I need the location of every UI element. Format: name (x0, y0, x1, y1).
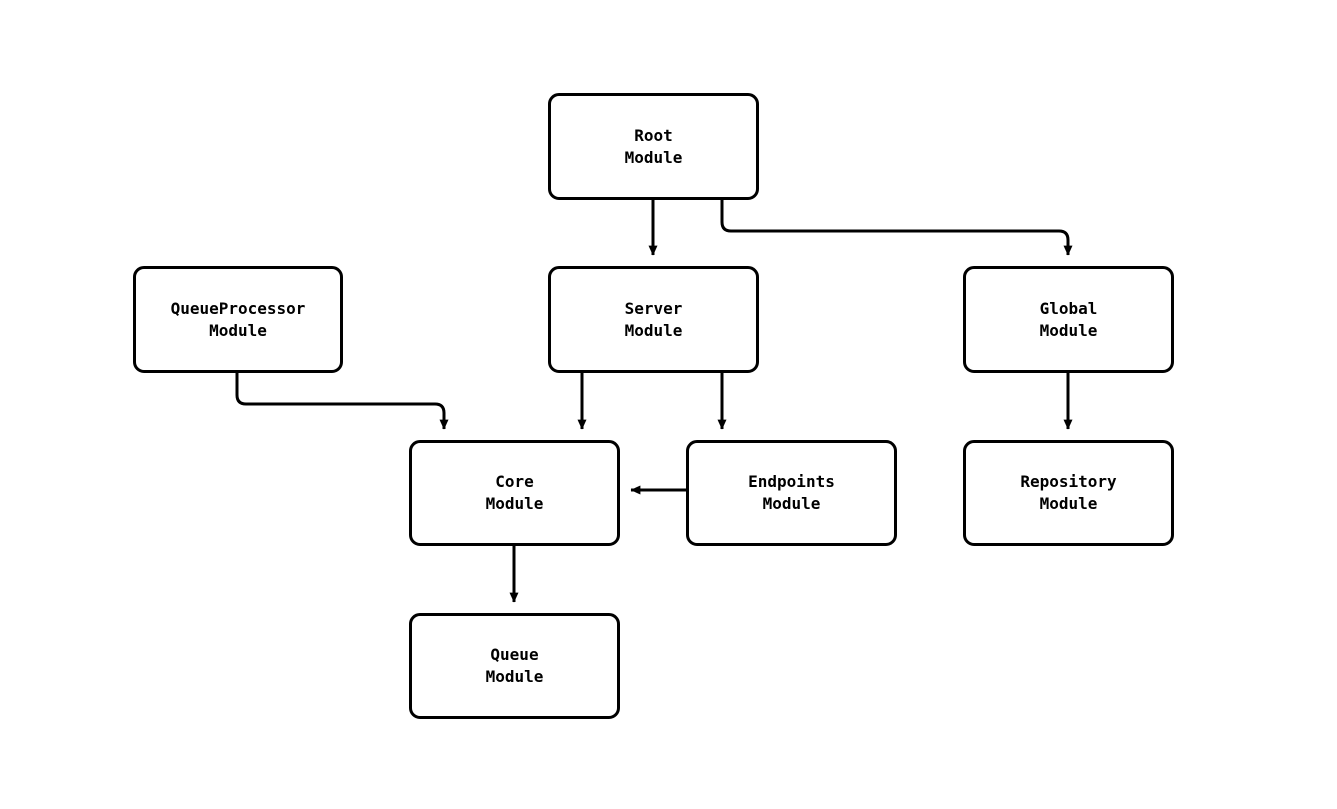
node-label-line2: Module (624, 320, 683, 340)
node-label-line1: QueueProcessor (170, 298, 306, 318)
node-label-line2: Module (1039, 494, 1098, 513)
node-label-line1: Queue (490, 645, 539, 664)
node-label-line1: Root (634, 125, 673, 145)
node-label-line1: Endpoints (748, 472, 835, 491)
node-label-line2: Module (485, 667, 544, 686)
node-label-line2: Module (1039, 320, 1098, 340)
node-label-line1: Global (1039, 298, 1098, 318)
node-label-line1: Server (624, 298, 683, 318)
edge-queueprocessor-to-core (235, 373, 449, 430)
edge-root-to-global (720, 200, 1073, 256)
node-label-line2: Module (762, 494, 821, 513)
node-label-line2: Module (209, 320, 267, 340)
node-label-line2: Module (624, 147, 683, 167)
node-label-line1: Core (495, 472, 534, 491)
node-label-line2: Module (485, 494, 544, 513)
node-label-line1: Repository (1020, 472, 1117, 491)
